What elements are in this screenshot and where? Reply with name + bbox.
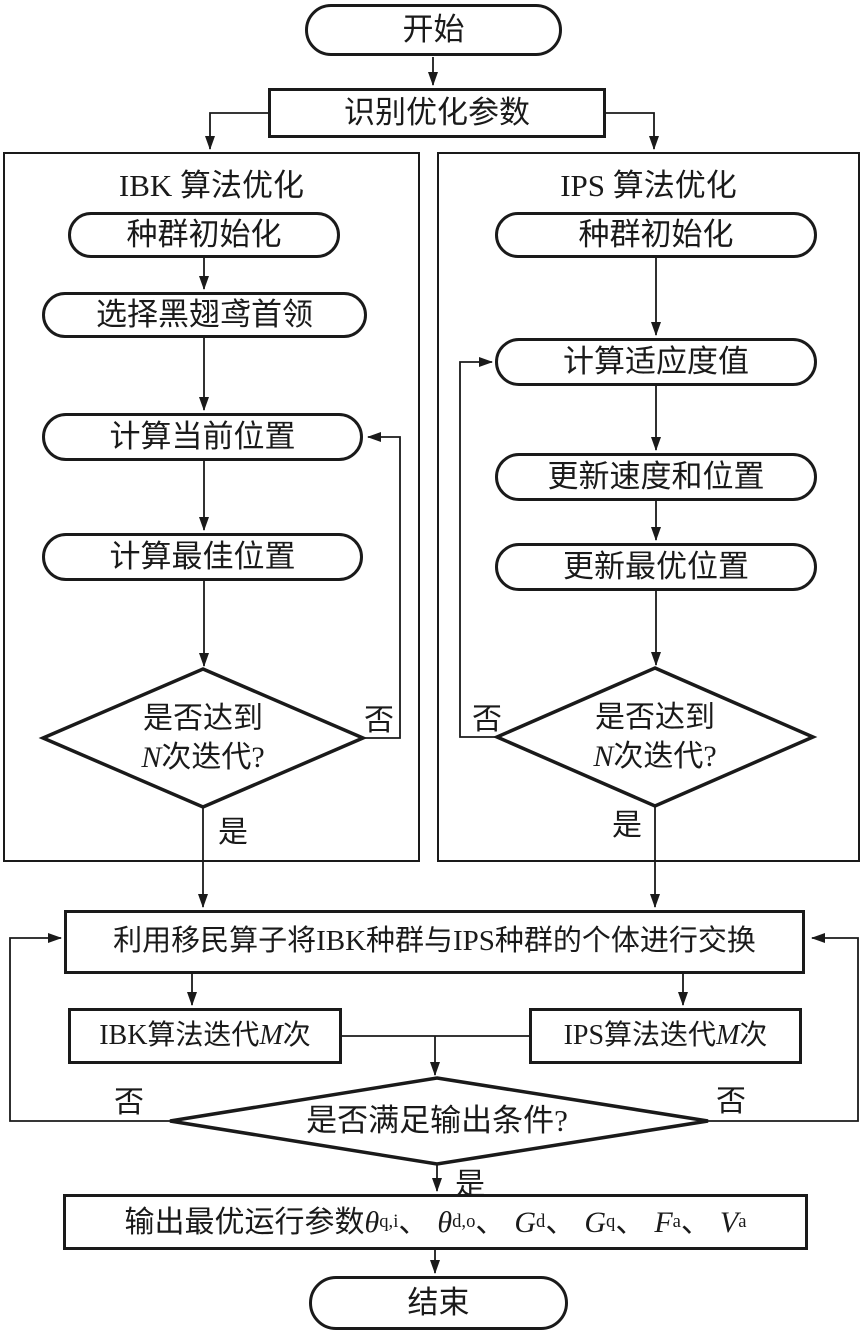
output-no-right-label: 否 [716, 1085, 746, 1118]
output-prefix: 输出最优运行参数 [124, 1205, 365, 1239]
output-param-sub: d,o [452, 1210, 476, 1232]
output-yes-label: 是 [455, 1168, 485, 1201]
output-param-sub: q,i [379, 1210, 399, 1232]
ips-container-title: IPS 算法优化 [560, 168, 737, 203]
exchange-box: 利用移民算子将IBK种群与IPS种群的个体进行交换 [64, 910, 805, 974]
iterate-ibk-prefix: IBK算法迭代 [99, 1019, 260, 1051]
identify-params-box: 识别优化参数 [268, 88, 606, 138]
ibk-container-title: IBK 算法优化 [118, 168, 305, 203]
output-param-sub: q [606, 1210, 616, 1232]
output-param-sep: 、 [475, 1205, 506, 1239]
ibk-decision-line2: 次迭代? [161, 741, 265, 774]
arrow-identify-ibk [205, 112, 268, 150]
iterate-ips-prefix: IPS算法迭代 [563, 1019, 717, 1051]
ibk-decision-text: 是否达到 N次迭代? [141, 699, 264, 777]
iterate-ibk-suffix: 次 [282, 1019, 311, 1051]
output-param-sub: a [672, 1210, 681, 1232]
output-param-sep: 、 [545, 1205, 576, 1239]
output-param-sym: F [654, 1205, 673, 1239]
output-param-sep: 、 [615, 1205, 646, 1239]
ibk-step-init: 种群初始化 [68, 212, 340, 258]
ibk-decision-var: N [141, 741, 162, 774]
ips-step-init: 种群初始化 [495, 212, 817, 258]
ips-yes-label: 是 [612, 809, 642, 842]
output-no-left-label: 否 [114, 1086, 144, 1119]
arrow-identify-ips [606, 112, 659, 150]
output-param-sym: G [584, 1205, 607, 1239]
ips-step-update-best: 更新最优位置 [495, 543, 817, 591]
ibk-step-select-leader: 选择黑翅鸢首领 [42, 292, 367, 338]
start-node: 开始 [305, 4, 562, 56]
output-param-sub: d [536, 1210, 546, 1232]
output-param-sym: V [719, 1205, 739, 1239]
ibk-step-best-position: 计算最佳位置 [42, 533, 363, 581]
end-node: 结束 [309, 1276, 568, 1330]
output-decision-text: 是否满足输出条件? [306, 1102, 568, 1138]
ips-no-label: 否 [472, 703, 502, 736]
ips-decision-text: 是否达到 N次迭代? [593, 698, 716, 776]
output-param-sym: θ [364, 1205, 380, 1239]
ips-step-update-velocity: 更新速度和位置 [495, 453, 817, 501]
output-param-sep: 、 [680, 1205, 711, 1239]
output-param-sym: G [514, 1205, 537, 1239]
ibk-no-label: 否 [364, 704, 394, 737]
output-param-sep: 、 [398, 1205, 429, 1239]
ibk-decision-line1: 是否达到 [143, 702, 263, 735]
ibk-step-current-position: 计算当前位置 [42, 413, 363, 461]
iterate-ips-suffix: 次 [739, 1019, 768, 1051]
output-param-sub: a [738, 1210, 747, 1232]
iterate-ips-var: M [716, 1019, 740, 1051]
ibk-yes-label: 是 [218, 816, 248, 849]
ips-decision-var: N [593, 740, 614, 773]
ips-step-fitness: 计算适应度值 [495, 338, 817, 386]
output-param-sym: θ [437, 1205, 453, 1239]
ips-decision-line2: 次迭代? [613, 740, 717, 773]
ips-decision-line1: 是否达到 [595, 701, 715, 734]
iterate-ibk-var: M [259, 1019, 283, 1051]
